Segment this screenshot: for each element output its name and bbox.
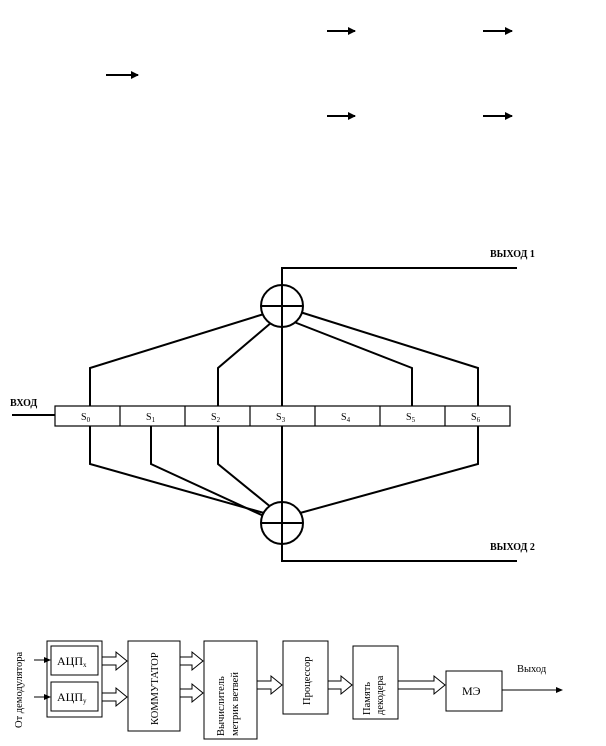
register-cell-label: S6 [471,412,481,424]
adc-x-label: АЦПx [57,654,87,669]
input-label: ВХОД [10,398,37,409]
tap-lower-s1 [150,426,269,519]
register-cell-label: S4 [341,412,351,424]
tap-upper-s2 [217,321,273,406]
register-cell-label: S0 [81,412,91,424]
bus-arrows [101,650,446,708]
adc-y-block [50,681,99,712]
processor-block [282,640,329,715]
decoder-memory-label-line2: декодера [375,675,386,715]
adc-y-label: АЦПy [57,690,87,705]
register-cell-label: S1 [146,412,156,424]
register-cell-label: S2 [211,412,221,424]
bus-arrow-commutator-metric-2 [179,682,204,704]
decoder-blocks [46,640,503,740]
adc-x-block [50,645,99,676]
output-label: Выход [517,664,547,675]
commutator-block [127,640,181,732]
tap-lower-s2 [217,426,273,509]
decoder-memory-block [352,645,399,720]
tap-upper-s5 [293,321,413,406]
processor-label: Процессор [302,657,313,705]
output1-line [281,267,517,285]
me-label: МЭ [462,684,481,698]
decoder-input-arrows [34,657,51,700]
metric-calculator-label-line2: метрик ветвей [230,672,241,736]
tap-upper-s0 [89,313,265,406]
output2-line [281,544,517,562]
convolutional-encoder [12,267,517,562]
bus-arrow-commutator-metric-1 [179,650,204,672]
top-arrows [106,27,513,120]
source-label: От демодулятора [14,651,25,728]
output2-label: ВЫХОД 2 [490,542,535,553]
decoder-memory-label-line1: Память [362,682,373,715]
me-block [445,670,503,712]
commutator-label: КОММУТАТОР [150,652,161,725]
register-cell-label: S5 [406,412,416,424]
bus-arrow-metric-processor [256,674,283,696]
tap-upper-s6 [299,311,479,406]
bus-arrow-processor-memory [327,674,353,696]
tap-lower-s6 [299,426,479,514]
metric-calculator-block [203,640,258,740]
tap-lower-s0 [89,426,265,514]
bus-arrow-adcy-commutator [101,686,128,708]
metric-calculator-label-line1: Вычислитель [216,676,227,736]
register-cell-labels: S0 S1 S2 S3 S4 S5 S6 [81,412,481,424]
bus-arrow-adcx-commutator [101,650,128,672]
register-cell-label: S3 [276,412,286,424]
output1-label: ВЫХОД 1 [490,249,535,260]
bus-arrow-memory-me [397,674,446,696]
